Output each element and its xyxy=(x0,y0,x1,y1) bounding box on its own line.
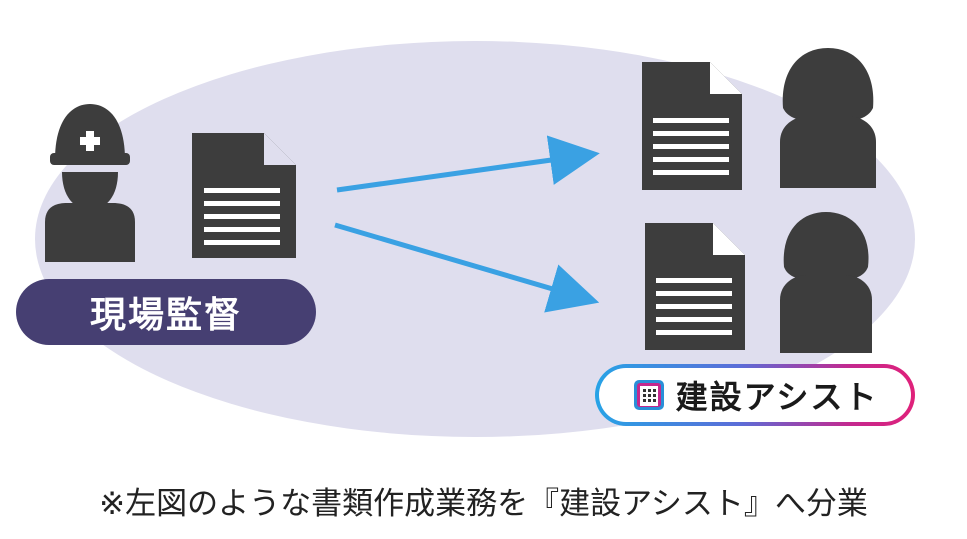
building-icon xyxy=(633,380,664,410)
woman-icon-bottom xyxy=(780,212,872,353)
arrow-upper-icon xyxy=(336,135,600,193)
assistant-document-icon-bottom xyxy=(645,223,745,350)
caption: ※左図のような書類作成業務を『建設アシスト』へ分業 xyxy=(99,486,868,522)
woman-icon-top xyxy=(780,48,876,188)
assistant-document-icon-top xyxy=(642,62,742,190)
supervisor-document-icon xyxy=(192,133,296,258)
brand-badge-inner: 建設アシスト xyxy=(599,368,911,422)
arrow-lower-icon xyxy=(334,222,600,313)
brand-name: 建設アシスト xyxy=(675,378,879,416)
brand-badge: 建設アシスト xyxy=(595,364,915,426)
hardhat-worker-icon xyxy=(45,104,135,262)
supervisor-label: 現場監督 xyxy=(16,279,316,345)
